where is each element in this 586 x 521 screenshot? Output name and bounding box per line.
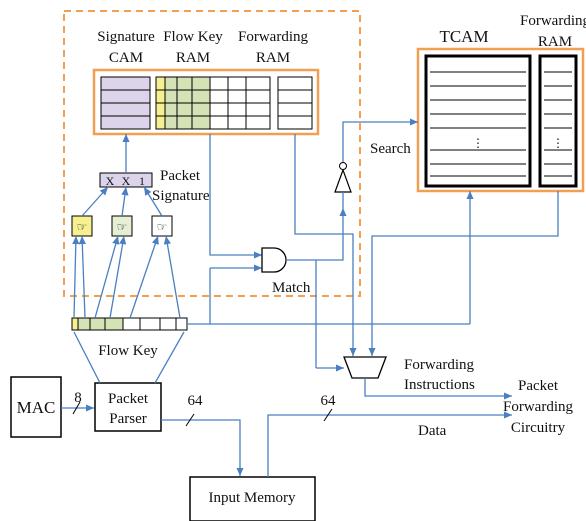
flow-key-ram-label-1: Flow Key	[163, 29, 223, 45]
tcam-frame	[416, 47, 585, 193]
flow-key-ram-label-2: RAM	[176, 50, 210, 66]
forwarding-ram-inner-label-2: RAM	[256, 50, 290, 66]
packet-signature-label-1: Packet	[160, 168, 201, 184]
pfc-label-2: Forwarding	[503, 399, 573, 415]
flow-key-label: Flow Key	[98, 343, 158, 359]
parser-to-fk-left	[73, 331, 101, 384]
fk-to-hash3-a	[129, 235, 159, 319]
signature-bit-3: 1	[139, 174, 145, 188]
memory-data-bus	[267, 411, 512, 477]
signature-bit-1: X	[106, 174, 115, 188]
hash-unit-icon-3: ☞	[151, 215, 173, 237]
mac-block	[10, 376, 62, 438]
fk-to-hash2-b	[109, 235, 127, 319]
parser-to-memory-bus	[161, 419, 244, 476]
forwarding-ram-outer-label-1: Forwarding	[520, 13, 586, 29]
hash1-to-sig-arrow	[81, 186, 109, 217]
hash-unit-icon-2: ☞	[111, 215, 133, 237]
forwarding-ram-inner-label-1: Forwarding	[238, 29, 308, 45]
signature-bit-2: X	[122, 174, 131, 188]
packet-parser-label-2: Parser	[109, 411, 147, 427]
mac-bus-slash	[72, 401, 81, 415]
svg-text:☞: ☞	[77, 220, 88, 234]
parser-bus-width: 64	[188, 393, 204, 409]
tcam-table: ⋮	[424, 54, 532, 188]
signature-cam-label-1: Signature	[97, 29, 155, 45]
input-memory-block	[189, 476, 316, 521]
pfc-label-1: Packet	[518, 378, 559, 394]
fwdram-outer-to-mux	[368, 191, 559, 356]
buffer-bubble-icon	[339, 162, 347, 170]
forwarding-ram-outer-label-2: RAM	[538, 34, 572, 50]
fk-to-hash2-a	[94, 235, 120, 319]
match-to-buffer	[286, 208, 347, 261]
memory-array-frame	[92, 68, 320, 136]
hash-unit-icon-1: ☞	[71, 215, 93, 237]
packet-parser-block	[94, 382, 162, 432]
mux-output-arrow	[364, 378, 512, 400]
forwarding-ram-outer-table: ⋮	[538, 54, 578, 188]
signature-cam-label-2: CAM	[109, 50, 143, 66]
svg-text:☞: ☞	[117, 220, 128, 234]
input-memory-label: Input Memory	[208, 490, 296, 506]
parser-to-fk-right	[154, 331, 185, 384]
fwdram-inner-to-mux	[294, 134, 357, 356]
packet-signature-label-2: Signature	[152, 188, 210, 204]
flow-key-bar	[71, 317, 188, 331]
tcam-ellipsis: ⋮	[472, 136, 484, 150]
fk-to-hash3-b	[163, 235, 181, 319]
fk-to-hash1-a	[72, 235, 80, 319]
fwd-ram-ellipsis: ⋮	[552, 136, 564, 150]
lookup-region-border	[63, 10, 361, 297]
match-and-gate-icon	[261, 247, 287, 273]
data-label: Data	[418, 423, 447, 439]
tcam-label: TCAM	[439, 27, 488, 46]
fk-to-hash1-b	[78, 235, 86, 319]
memory-bus-width: 64	[321, 393, 337, 409]
flowram-to-and-gate	[209, 134, 262, 259]
forwarding-instructions-label-2: Instructions	[404, 377, 475, 393]
search-arrow	[342, 118, 418, 170]
packet-parser-label-1: Packet	[108, 391, 149, 407]
forwarding-ram-inner	[277, 76, 313, 130]
memory-bus-slash	[323, 408, 333, 422]
mac-label: MAC	[17, 398, 56, 417]
buffer-triangle-icon	[334, 168, 352, 193]
parser-bus-slash	[185, 413, 195, 427]
flow-key-ram	[155, 76, 271, 130]
forwarding-instructions-label-1: Forwarding	[404, 357, 474, 373]
signature-cam	[100, 76, 151, 130]
pfc-label-3: Circuitry	[511, 420, 566, 436]
hash3-to-sig-arrow	[143, 186, 163, 217]
mac-bus-width: 8	[74, 390, 82, 406]
hash2-to-sig-arrow	[121, 186, 129, 217]
svg-text:☞: ☞	[157, 220, 168, 234]
search-label: Search	[370, 141, 411, 157]
forwarding-mux-icon	[343, 356, 387, 379]
match-label: Match	[272, 280, 311, 296]
